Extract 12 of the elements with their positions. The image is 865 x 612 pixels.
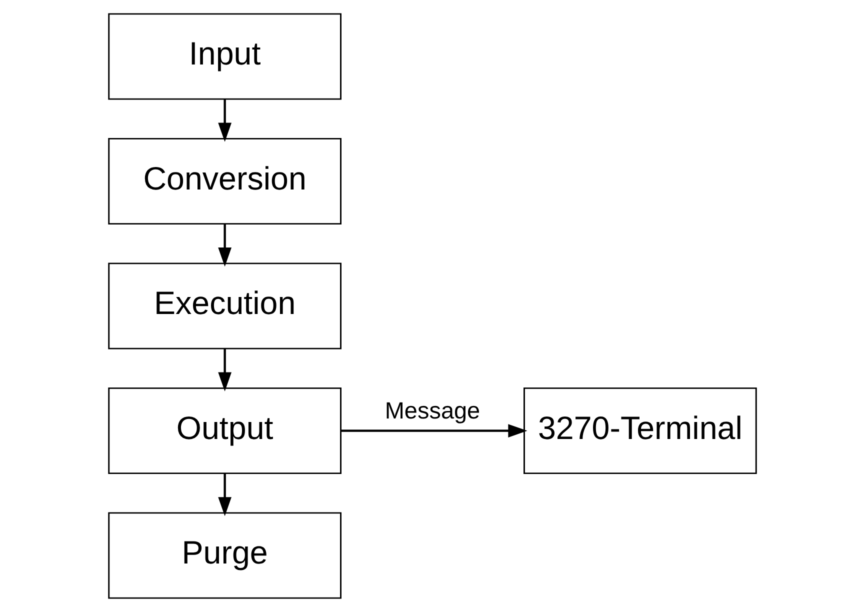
- edge-label: Message: [384, 398, 480, 424]
- node-box: Input: [108, 13, 342, 100]
- arrow: [218, 473, 232, 516]
- arrow: [341, 424, 528, 438]
- node-box: Conversion: [108, 138, 342, 225]
- arrow: [218, 348, 232, 392]
- arrow: [218, 224, 232, 267]
- node-box: 3270-Terminal: [524, 387, 757, 474]
- arrow: [218, 99, 232, 142]
- node-box: Purge: [108, 512, 342, 599]
- node-box: Execution: [108, 262, 342, 350]
- node-box: Output: [108, 387, 342, 474]
